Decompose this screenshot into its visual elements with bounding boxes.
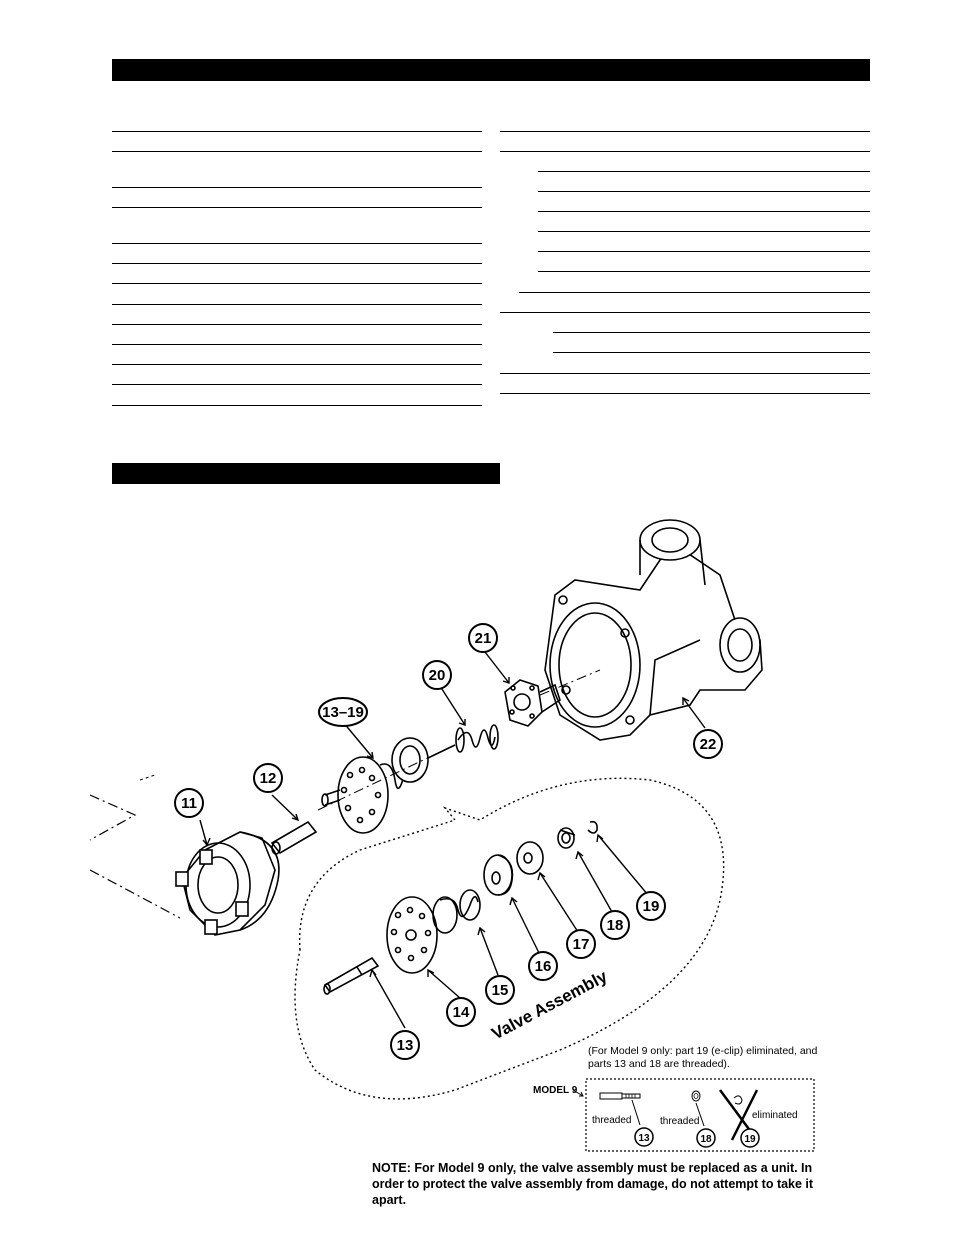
table-rule xyxy=(112,243,482,244)
table-rule xyxy=(553,332,870,333)
model9-label: MODEL 9 xyxy=(533,1085,578,1096)
callout-11: 11 xyxy=(174,788,204,818)
callout-12: 12 xyxy=(253,763,283,793)
table-rule xyxy=(538,211,870,212)
table-rule xyxy=(112,324,482,325)
table-rule xyxy=(519,292,870,293)
model9-inset: MODEL 9 threaded 13 threaded 18 eliminat… xyxy=(533,1078,815,1152)
table-rule xyxy=(538,251,870,252)
table-rule xyxy=(500,373,870,374)
table-rule xyxy=(538,231,870,232)
table-rule xyxy=(500,131,870,132)
svg-text:16: 16 xyxy=(535,958,552,975)
eliminated-label: eliminated xyxy=(752,1110,798,1121)
spring-part-20 xyxy=(455,724,499,753)
callout-19: 19 xyxy=(636,891,666,921)
callout-19-model9: 19 xyxy=(744,1134,756,1145)
svg-text:13–19: 13–19 xyxy=(322,704,364,721)
exploded-parts-diagram: 11 12 13–19 20 21 22 13 14 xyxy=(89,519,815,1152)
callout-14: 14 xyxy=(446,997,476,1027)
eclip-part-19 xyxy=(587,820,598,834)
svg-text:15: 15 xyxy=(492,982,509,999)
table-rule xyxy=(112,263,482,264)
callout-13-19: 13–19 xyxy=(318,697,368,727)
table-rule xyxy=(500,151,870,152)
callout-18-model9: 18 xyxy=(700,1134,712,1145)
seat-part-21 xyxy=(504,679,561,727)
adapter-part-11 xyxy=(175,831,280,936)
stem-part-13 xyxy=(323,956,380,995)
table-rule xyxy=(538,271,870,272)
table-rule xyxy=(538,171,870,172)
nut-part-18 xyxy=(557,827,576,849)
callout-15: 15 xyxy=(485,975,515,1005)
callout-22: 22 xyxy=(693,729,723,759)
pin-part-12 xyxy=(270,820,318,855)
model9-note: (For Model 9 only: part 19 (e-clip) elim… xyxy=(588,1045,818,1070)
svg-text:14: 14 xyxy=(453,1004,470,1021)
housing-part-22 xyxy=(544,519,763,741)
table-rule xyxy=(553,352,870,353)
threaded-18-label: threaded xyxy=(660,1116,699,1127)
table-rule xyxy=(112,304,482,305)
table-rule xyxy=(500,312,870,313)
callout-13-model9: 13 xyxy=(638,1133,650,1144)
table-rule xyxy=(112,151,482,152)
model9-warning-note: NOTE: For Model 9 only, the valve assemb… xyxy=(372,1161,814,1207)
svg-text:12: 12 xyxy=(260,770,277,787)
section-header-bar xyxy=(112,463,500,484)
table-rule xyxy=(112,283,482,284)
callouts: 11 12 13–19 20 21 22 13 14 xyxy=(174,623,723,1060)
retainer-part-17 xyxy=(516,841,544,875)
table-rule xyxy=(112,364,482,365)
svg-text:17: 17 xyxy=(573,936,590,953)
table-rule xyxy=(112,131,482,132)
washer-part-16 xyxy=(483,854,514,896)
threaded-13-label: threaded xyxy=(592,1115,631,1126)
spring-part-15 xyxy=(432,889,481,934)
svg-text:18: 18 xyxy=(607,917,624,934)
table-rule xyxy=(500,393,870,394)
svg-text:22: 22 xyxy=(700,736,717,753)
callout-16: 16 xyxy=(528,951,558,981)
table-rule xyxy=(112,344,482,345)
valve-assembly-13-19 xyxy=(321,737,456,834)
table-rule xyxy=(112,207,482,208)
table-rule xyxy=(112,187,482,188)
svg-text:13: 13 xyxy=(397,1037,414,1054)
callout-17: 17 xyxy=(566,929,596,959)
disc-part-14 xyxy=(386,896,438,974)
svg-text:21: 21 xyxy=(475,630,492,647)
svg-text:19: 19 xyxy=(643,898,660,915)
header-bar xyxy=(112,59,870,81)
svg-text:11: 11 xyxy=(181,795,197,812)
callout-13: 13 xyxy=(390,1030,420,1060)
table-rule xyxy=(112,405,482,406)
callout-20: 20 xyxy=(422,660,452,690)
callout-18: 18 xyxy=(600,910,630,940)
svg-text:20: 20 xyxy=(429,667,446,684)
table-rule xyxy=(112,384,482,385)
table-rule xyxy=(538,191,870,192)
callout-21: 21 xyxy=(468,623,498,653)
